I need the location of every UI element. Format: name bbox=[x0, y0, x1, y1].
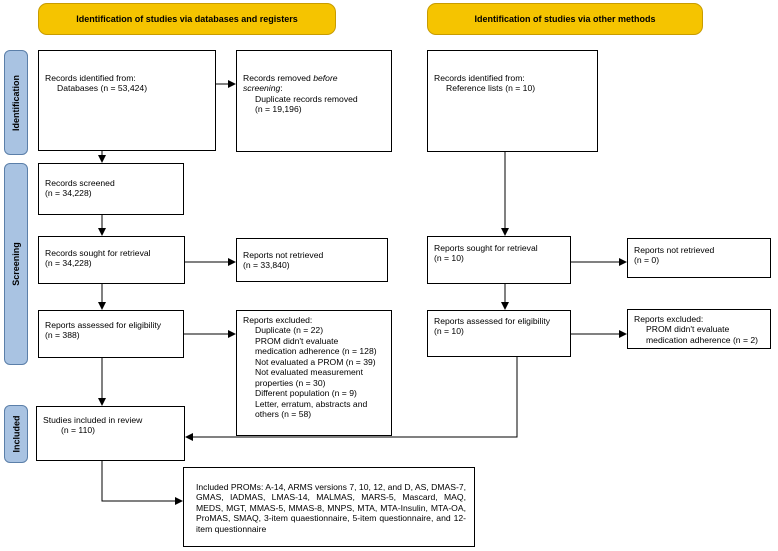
text-line: (n = 0) bbox=[634, 255, 660, 266]
text-line: PROM didn't evaluate bbox=[646, 324, 730, 335]
proms-text: Included PROMs: A-14, ARMS versions 7, 1… bbox=[196, 482, 466, 534]
text-line: Reports assessed for eligibility bbox=[45, 320, 162, 330]
arrow-other-assessed-to-included bbox=[185, 357, 518, 441]
text-line: PROM didn't evaluate bbox=[255, 335, 339, 346]
text-line: Reports excluded: bbox=[243, 315, 313, 325]
text-segment: Records removed bbox=[243, 73, 314, 83]
text-line: medication adherence (n = 128) bbox=[255, 346, 377, 357]
text-line: Reports not retrieved bbox=[634, 245, 715, 255]
box-reports-excluded: Reports excluded: Duplicate (n = 22) PRO… bbox=[236, 310, 392, 436]
box-other-reports-not-retrieved: Reports not retrieved (n = 0) bbox=[627, 238, 771, 278]
text-line: properties (n = 30) bbox=[255, 377, 326, 388]
text-line: Reports excluded: bbox=[634, 314, 704, 324]
text-line: Duplicate (n = 22) bbox=[255, 325, 324, 336]
text-line: Studies included in review bbox=[43, 415, 143, 425]
text-line: (n = 388) bbox=[45, 330, 80, 341]
phase-included: Included bbox=[4, 405, 28, 463]
box-other-reports-excluded: Reports excluded: PROM didn't evaluate m… bbox=[627, 309, 771, 349]
box-other-reports-assessed: Reports assessed for eligibility (n = 10… bbox=[427, 310, 571, 357]
text-line: Letter, erratum, abstracts and bbox=[255, 398, 368, 409]
text-line: Reports sought for retrieval bbox=[434, 243, 538, 253]
text-line: (n = 19,196) bbox=[255, 104, 302, 115]
phase-screening: Screening bbox=[4, 163, 28, 365]
box-records-removed: Records removed before screening: Duplic… bbox=[236, 50, 392, 152]
text-line: (n = 34,228) bbox=[45, 188, 92, 199]
box-records-identified-other: Records identified from: Reference lists… bbox=[427, 50, 598, 152]
text-line: Reports not retrieved bbox=[243, 250, 324, 260]
text-line: others (n = 58) bbox=[255, 409, 312, 420]
box-other-reports-sought: Reports sought for retrieval (n = 10) bbox=[427, 236, 571, 284]
text-line: (n = 10) bbox=[434, 253, 464, 264]
header-databases: Identification of studies via databases … bbox=[38, 3, 336, 35]
phase-identification: Identification bbox=[4, 50, 28, 155]
box-records-sought: Records sought for retrieval (n = 34,228… bbox=[38, 236, 185, 284]
text-line: (n = 33,840) bbox=[243, 260, 290, 271]
text-line: (n = 34,228) bbox=[45, 258, 92, 269]
text-line: Not evaluated measurement bbox=[255, 367, 363, 378]
text-line: Records identified from: bbox=[45, 73, 136, 83]
text-line: Reports assessed for eligibility bbox=[434, 316, 551, 326]
text-line: Records identified from: bbox=[434, 73, 525, 83]
header-other-methods: Identification of studies via other meth… bbox=[427, 3, 703, 35]
text-line: Records screened bbox=[45, 178, 115, 188]
text-line: (n = 10) bbox=[434, 326, 464, 337]
text-line: Different population (n = 9) bbox=[255, 388, 357, 399]
text-line: Duplicate records removed bbox=[255, 93, 358, 104]
box-records-identified-databases: Records identified from: Databases (n = … bbox=[38, 50, 216, 151]
box-included-proms: Included PROMs: A-14, ARMS versions 7, 1… bbox=[183, 467, 475, 547]
text-line: (n = 110) bbox=[61, 425, 95, 436]
text-segment-italic: screening bbox=[243, 83, 281, 94]
box-records-screened: Records screened (n = 34,228) bbox=[38, 163, 184, 215]
box-studies-included: Studies included in review (n = 110) bbox=[36, 406, 185, 461]
box-reports-assessed: Reports assessed for eligibility (n = 38… bbox=[38, 310, 184, 358]
text-line: medication adherence (n = 2) bbox=[646, 334, 759, 345]
box-reports-not-retrieved: Reports not retrieved (n = 33,840) bbox=[236, 238, 388, 282]
text-line: Reference lists (n = 10) bbox=[446, 83, 536, 94]
text-line: Records sought for retrieval bbox=[45, 248, 151, 258]
text-line: Databases (n = 53,424) bbox=[57, 83, 148, 94]
arrow-included-to-proms bbox=[101, 461, 183, 505]
text-line: Not evaluated a PROM (n = 39) bbox=[255, 356, 376, 367]
text-segment: : bbox=[280, 83, 283, 94]
text-segment-italic: before bbox=[313, 73, 338, 83]
